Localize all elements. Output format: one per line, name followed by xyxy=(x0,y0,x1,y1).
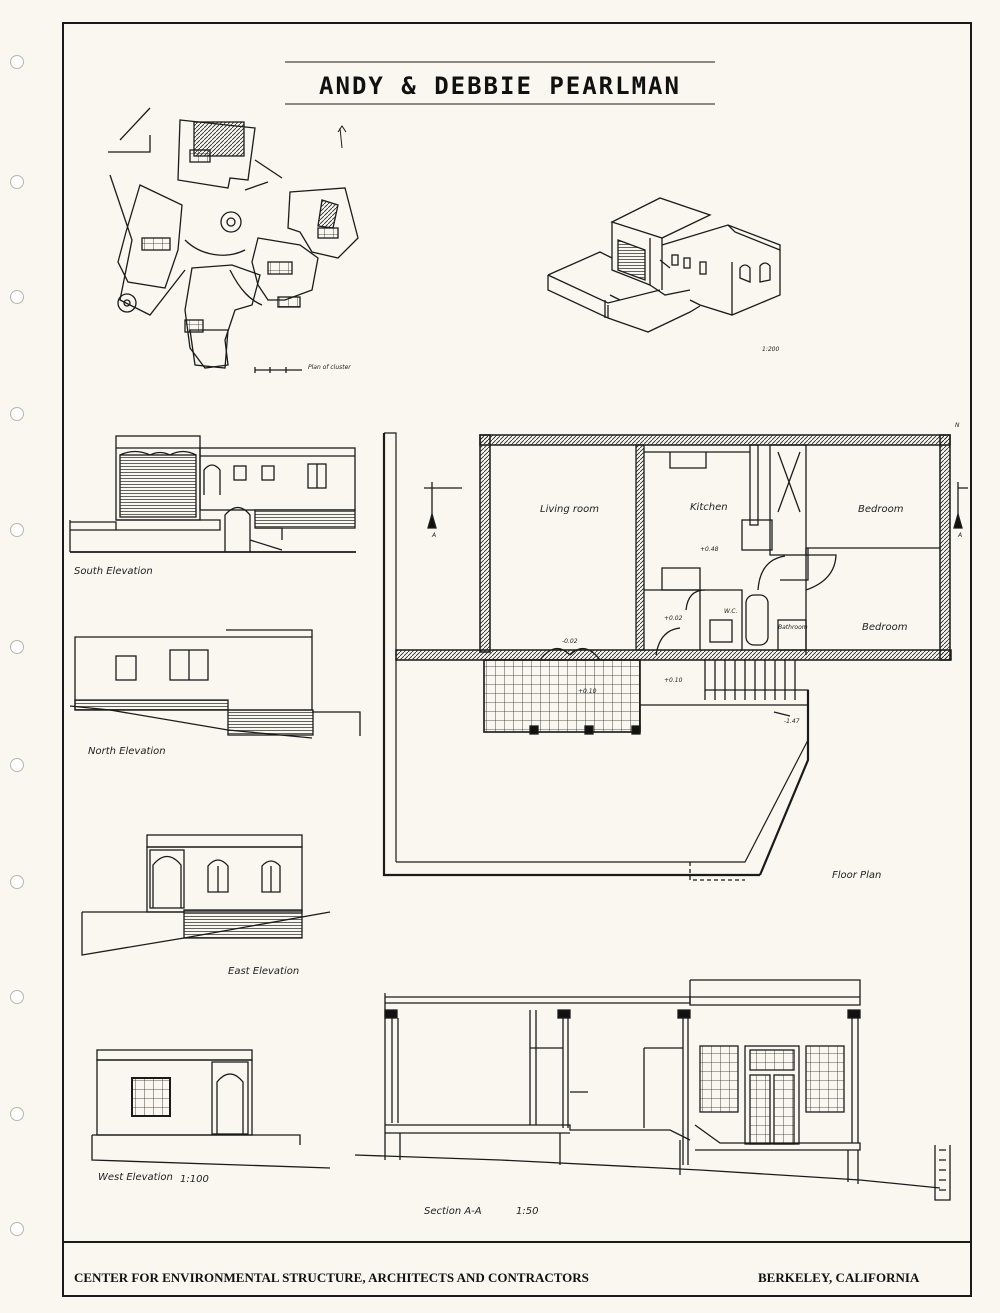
room-label-bedroom-2: Bedroom xyxy=(862,622,908,633)
floor-plan-label: Floor Plan xyxy=(832,870,882,881)
binder-hole xyxy=(10,55,24,69)
south-elevation-drawing xyxy=(69,435,356,553)
level-living: -0.02 xyxy=(562,638,578,645)
page-title: ANDY & DEBBIE PEARLMAN xyxy=(319,72,681,100)
site-plan-drawing xyxy=(108,107,359,373)
binder-hole xyxy=(10,290,24,304)
footer-firm: CENTER FOR ENVIRONMENTAL STRUCTURE, ARCH… xyxy=(74,1270,589,1285)
section-marker-left: A xyxy=(432,532,437,539)
binder-hole xyxy=(10,758,24,772)
north-elevation-label: North Elevation xyxy=(88,746,166,757)
footer-location: BERKELEY, CALIFORNIA xyxy=(758,1270,920,1285)
room-label-bathroom: Bathroom xyxy=(778,624,808,631)
binder-hole xyxy=(10,640,24,654)
section-marker-right: A xyxy=(958,532,963,539)
room-label-bedroom-1: Bedroom xyxy=(858,504,904,515)
west-elevation-scale: 1:100 xyxy=(180,1174,209,1185)
south-elevation-label: South Elevation xyxy=(74,566,153,577)
east-elevation-label: East Elevation xyxy=(228,966,300,977)
room-label-wc: W.C. xyxy=(724,608,738,615)
binder-hole xyxy=(10,1222,24,1236)
level-hall: +0.02 xyxy=(664,615,683,622)
axonometric-scale: 1:200 xyxy=(762,346,780,353)
north-elevation-drawing xyxy=(69,629,361,739)
level-landing: +0.10 xyxy=(664,677,683,684)
section-aa-drawing xyxy=(354,979,951,1201)
west-elevation-label: West Elevation xyxy=(98,1172,173,1183)
level-terrace: +0.10 xyxy=(578,688,597,695)
level-kitchen: +0.48 xyxy=(700,546,719,553)
axonometric-drawing xyxy=(547,197,781,333)
binder-hole xyxy=(10,523,24,537)
north-mark: N xyxy=(955,422,960,429)
east-elevation-drawing xyxy=(81,834,331,956)
room-label-living: Living room xyxy=(540,504,599,515)
level-stair: -1.47 xyxy=(784,718,800,725)
drawing-sheet-border xyxy=(62,22,972,1297)
binder-hole xyxy=(10,175,24,189)
section-scale: 1:50 xyxy=(516,1206,539,1217)
binder-hole xyxy=(10,875,24,889)
binder-hole xyxy=(10,407,24,421)
west-elevation-drawing xyxy=(91,1049,331,1169)
section-label: Section A-A xyxy=(424,1206,482,1217)
binder-hole xyxy=(10,990,24,1004)
floor-plan-drawing xyxy=(382,432,968,881)
room-label-kitchen: Kitchen xyxy=(690,502,728,513)
site-plan-caption: Plan of cluster xyxy=(308,364,351,371)
binder-hole xyxy=(10,1107,24,1121)
